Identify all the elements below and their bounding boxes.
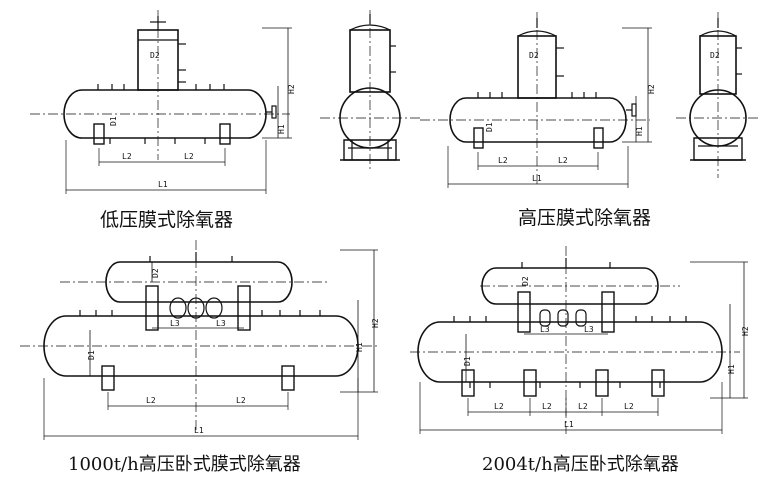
caption-low-pressure: 低压膜式除氧器 [100, 209, 234, 231]
t2004-l2-3-label: L2 [578, 402, 588, 411]
t1000-d1-label: D1 [87, 350, 96, 360]
t2004-l2-4-label: L2 [624, 402, 634, 411]
hps-d2-label: D2 [710, 51, 720, 60]
t1000-h2-label: H2 [371, 318, 380, 328]
t2004-l3-left-label: L3 [540, 325, 550, 334]
t2004-h1-label: H1 [727, 364, 736, 374]
hp-d1-label: D1 [485, 122, 494, 132]
hp-l1-label: L1 [532, 174, 542, 183]
lp-l1-label: L1 [158, 180, 168, 189]
t1000-h1-label: H1 [355, 342, 364, 352]
hp-l2-left-label: L2 [498, 156, 508, 165]
hp-l2-right-label: L2 [558, 156, 568, 165]
hp-d2-label: D2 [529, 51, 539, 60]
lp-l2-left-label: L2 [122, 152, 132, 161]
lp-l2-right-label: L2 [184, 152, 194, 161]
t1000-l3-right-label: L3 [216, 319, 226, 328]
hp-h2-label: H2 [647, 84, 656, 94]
t1000-l2-right-label: L2 [236, 396, 246, 405]
t2004-d2-label: D2 [521, 276, 530, 286]
hp-h1-label: H1 [635, 126, 644, 136]
lp-h1-label: H1 [277, 124, 286, 134]
t1000-l1-label: L1 [194, 426, 204, 435]
t1000-d2-label: D2 [151, 268, 160, 278]
caption-1000t: 1000t/h高压卧式膜式除氧器 [68, 454, 301, 475]
t2004-h2-label: H2 [741, 326, 750, 336]
t1000-l3-left-label: L3 [170, 319, 180, 328]
high-pressure-front-view [420, 12, 652, 188]
lp-h2-label: H2 [287, 84, 296, 94]
t2004-l1-label: L1 [564, 420, 574, 429]
t1000-l2-left-label: L2 [146, 396, 156, 405]
deaerator-1000t-view [20, 240, 380, 440]
t2004-l2-2-label: L2 [542, 402, 552, 411]
t2004-l3-right-label: L3 [584, 325, 594, 334]
t2004-d1-label: D1 [463, 356, 472, 366]
low-pressure-front-view [30, 10, 292, 194]
high-pressure-side-view [676, 12, 758, 178]
lp-d1-label: D1 [109, 116, 118, 126]
t2004-l2-1-label: L2 [494, 402, 504, 411]
caption-2004t: 2004t/h高压卧式除氧器 [482, 454, 679, 475]
low-pressure-side-view [320, 10, 420, 170]
deaerator-2004t-view [410, 246, 748, 434]
caption-high-pressure: 高压膜式除氧器 [518, 207, 652, 229]
lp-d2-label: D2 [150, 51, 160, 60]
